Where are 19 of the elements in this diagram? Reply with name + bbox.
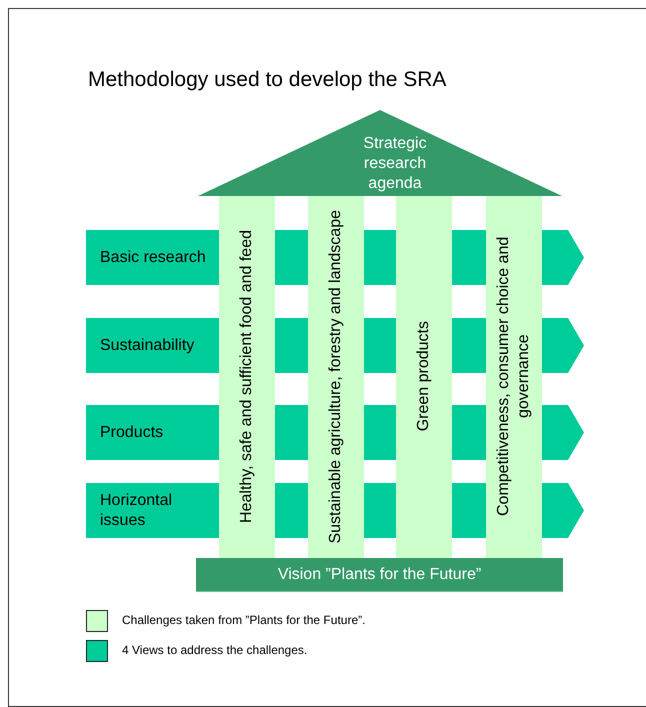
roof-triangle: [198, 110, 562, 196]
band-label: Products: [100, 422, 164, 442]
pillar: [219, 195, 275, 558]
title: Methodology used to develop the SRA: [88, 68, 446, 92]
pillar-label: Healthy, safe and sufficient food and feed: [237, 230, 256, 523]
pillar-label: Green products: [414, 321, 433, 432]
legend-text: 4 Views to address the challenges.: [122, 643, 308, 657]
band-label: Basic research: [100, 248, 207, 268]
roof-label: Strategic research agenda: [362, 134, 428, 194]
pillar-label: Sustainable agriculture, forestry and landscape: [326, 210, 345, 544]
pillar: [396, 195, 452, 558]
base-label: Vision ”Plants for the Future”: [278, 564, 482, 584]
base-bar: [196, 558, 563, 592]
pillar-label: Competitiveness, consumer choice and governance: [494, 236, 533, 518]
pillar: [486, 195, 542, 558]
legend-text: Challenges taken from ”Plants for the Future”.: [122, 613, 366, 627]
band-label: Sustainability: [100, 336, 196, 356]
pillar: [308, 195, 364, 558]
band-label: Horizontal issues: [100, 490, 174, 530]
